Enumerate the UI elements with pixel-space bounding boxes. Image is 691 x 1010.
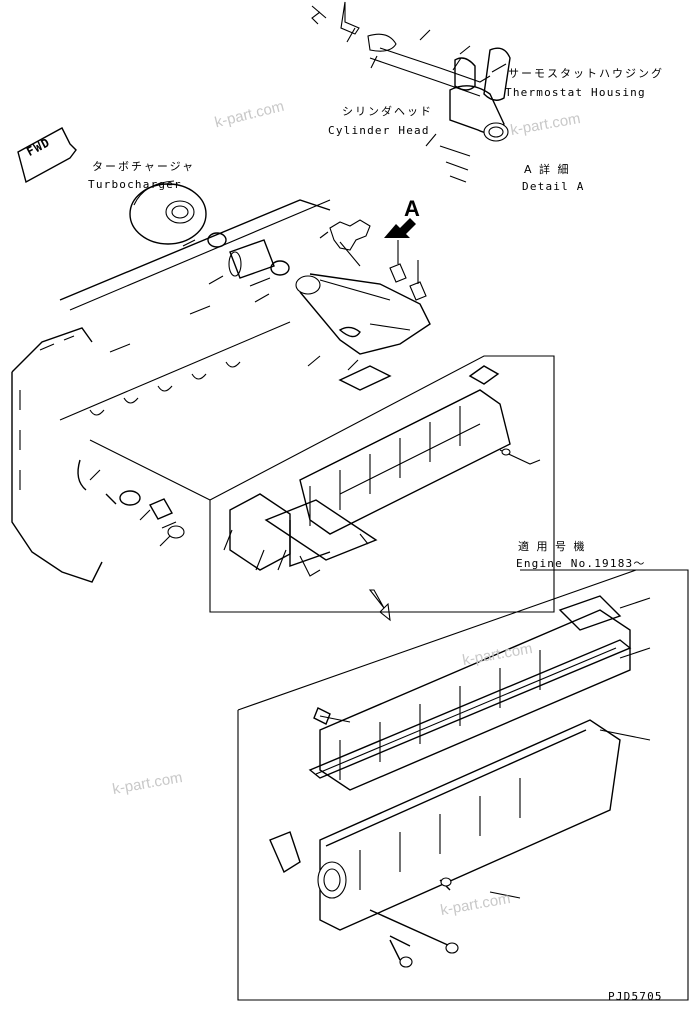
cylinder-head-label: Cylinder Head [328, 124, 430, 137]
detail-a-label-jp: A 詳 細 [524, 163, 571, 176]
arrow-a-icon [384, 218, 416, 238]
manifold-box-lower [237, 569, 689, 1001]
thermostat-housing-label: Thermostat Housing [505, 86, 646, 99]
drawing-code: PJD5705 [608, 990, 663, 1003]
turbocharger-label-jp: ターボチャージャ [92, 160, 196, 173]
fwd-arrow-icon [17, 127, 77, 184]
engine-no-label: Engine No.19183～ [516, 557, 646, 570]
detail-a-label: Detail A [522, 180, 585, 193]
cylinder-head-label-jp: シリンダヘッド [342, 105, 433, 118]
inlet-connector [295, 240, 431, 371]
thermostat-housing-label-jp: サーモスタットハウジング [508, 67, 664, 80]
down-arrow-icon [368, 589, 391, 622]
manifold-box-upper [89, 355, 555, 613]
hose-and-clamps [182, 232, 290, 303]
turbocharger [129, 180, 207, 245]
detail-a-sensor [319, 219, 371, 267]
applicable-label-jp: 適 用 号 機 [518, 540, 587, 553]
detail-a-marker: A [404, 196, 420, 221]
thermostat-housing-assembly [311, 1, 511, 183]
turbocharger-label: Turbocharger [88, 178, 182, 191]
engine-block [11, 199, 331, 583]
